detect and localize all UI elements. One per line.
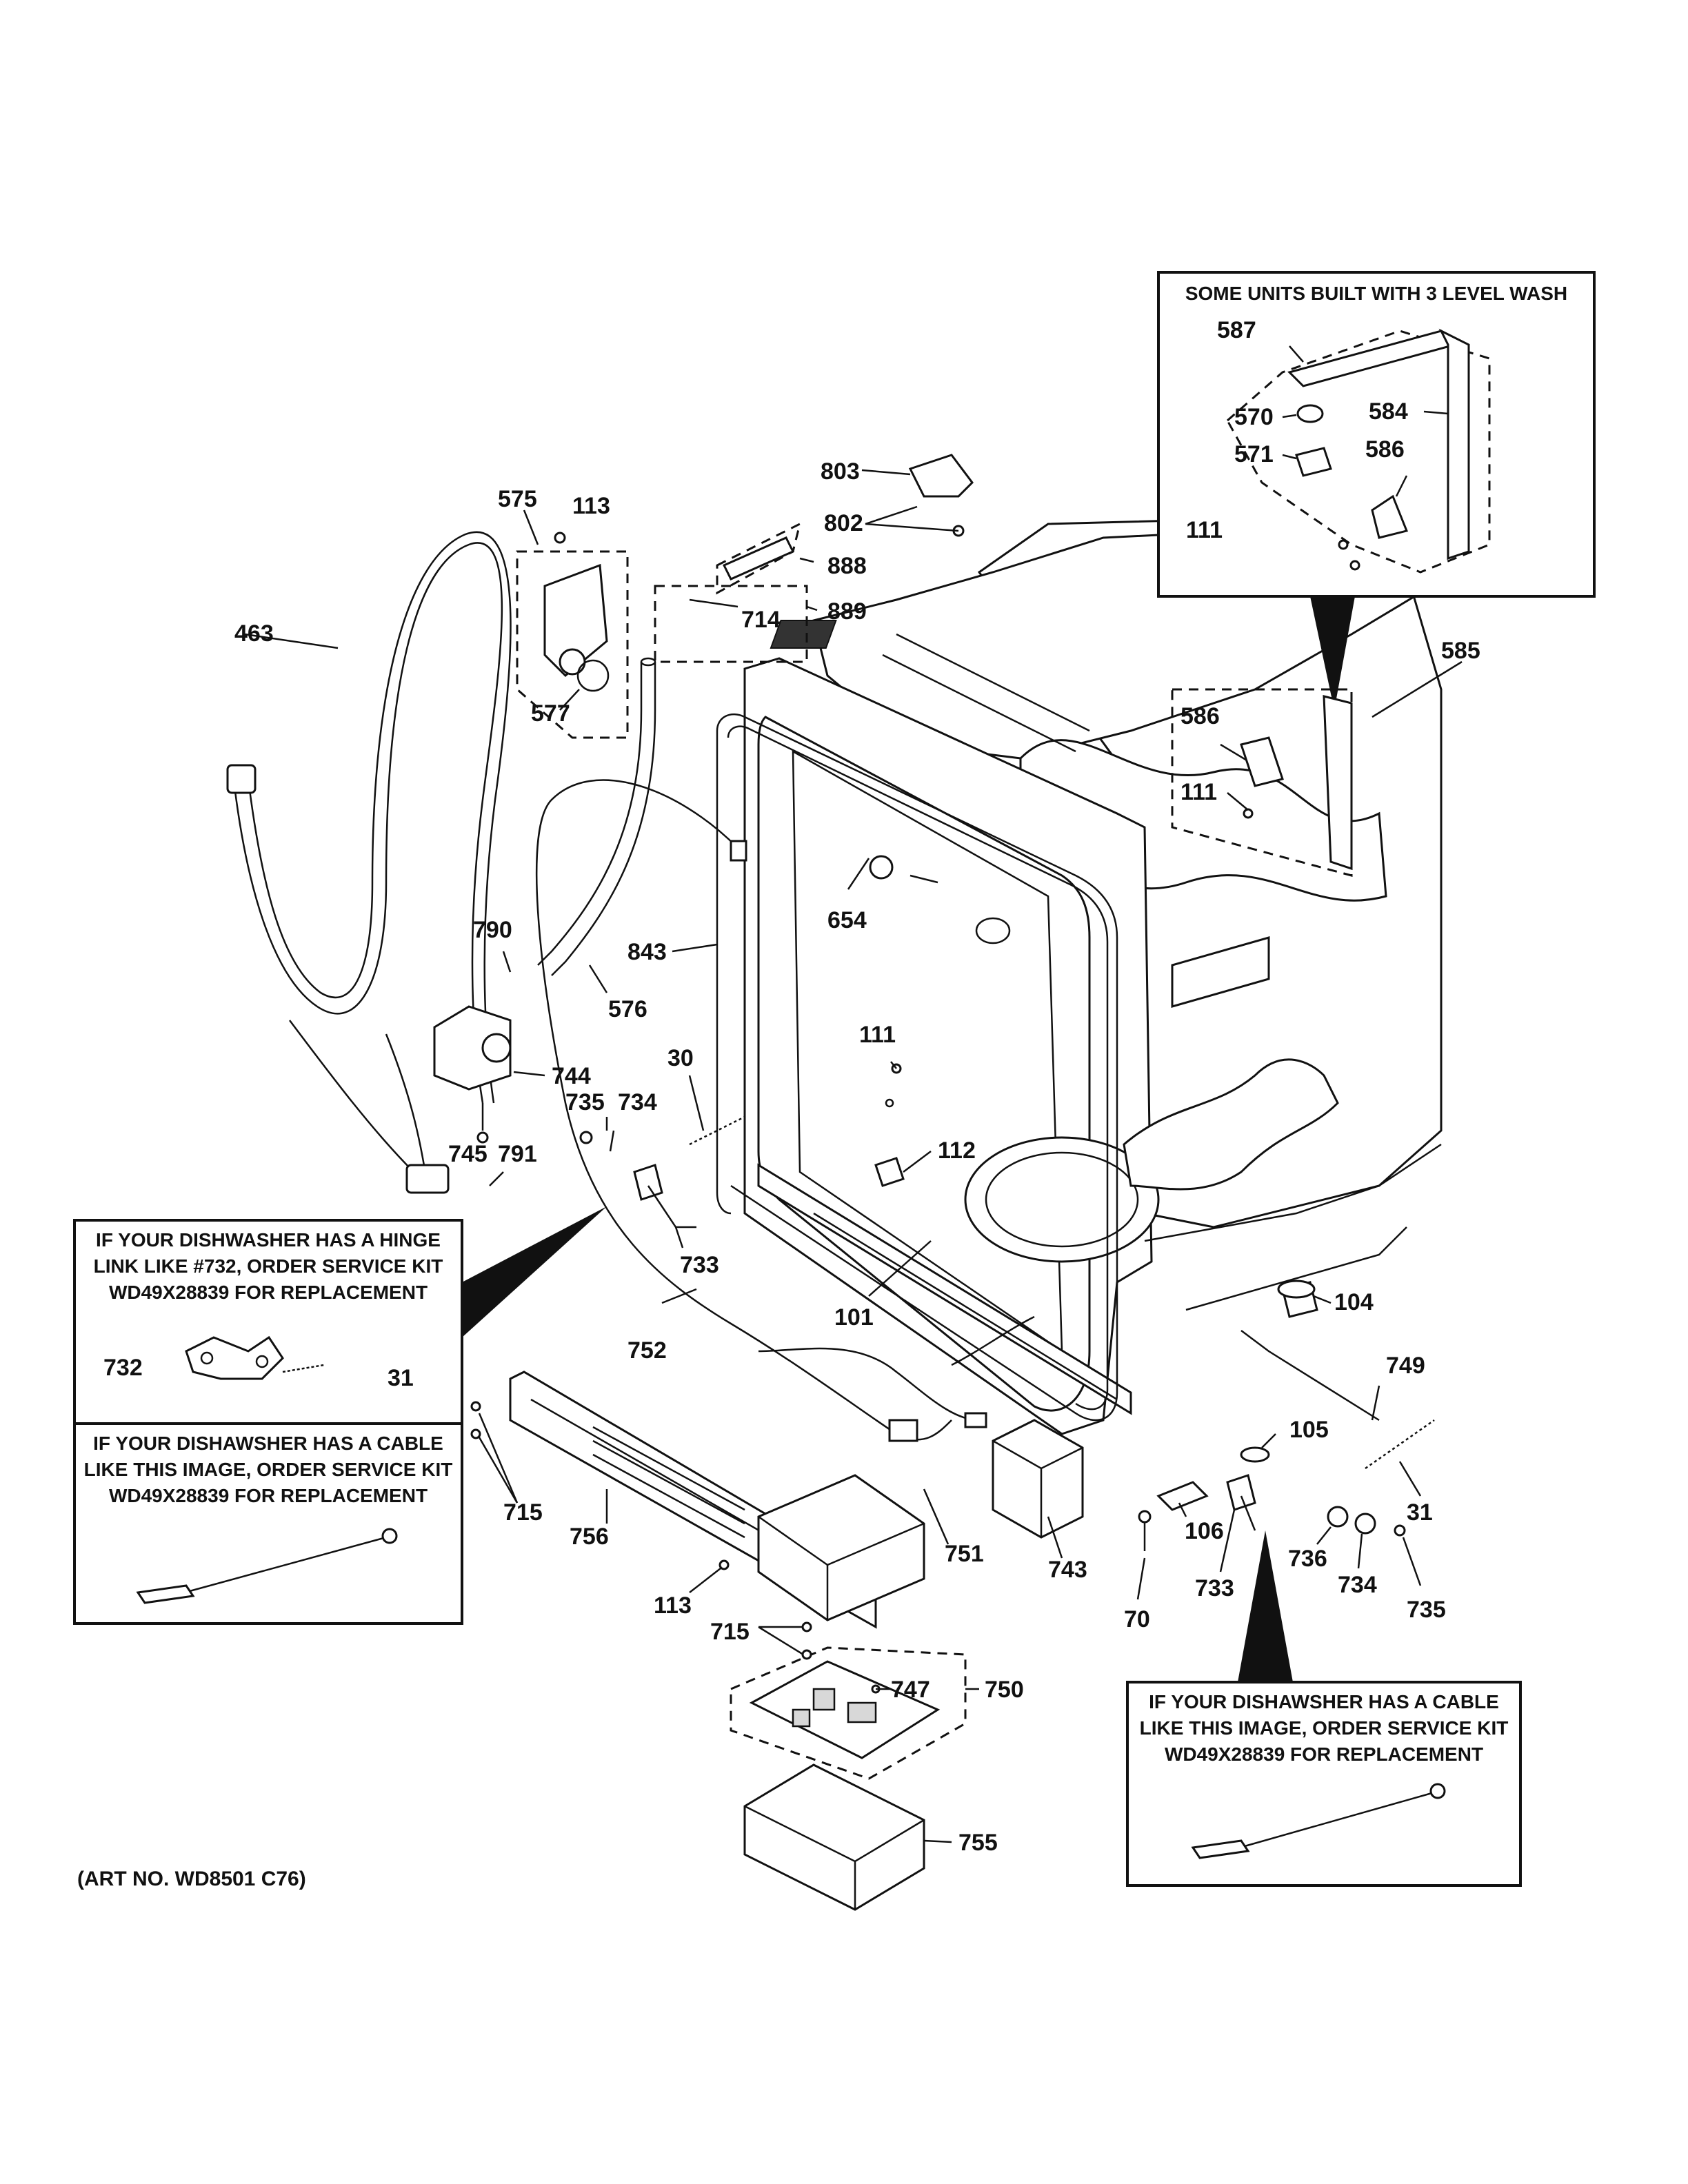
callout-111-mid: 111: [859, 1022, 896, 1048]
hinge-note-pointer: [462, 1206, 607, 1337]
callout-734-right: 734: [1338, 1572, 1377, 1598]
callout-752: 752: [627, 1337, 667, 1364]
callout-743: 743: [1048, 1557, 1087, 1583]
callout-803: 803: [821, 458, 860, 485]
svg-text:IF YOUR DISHAWSHER HAS A CABLE: IF YOUR DISHAWSHER HAS A CABLE: [1149, 1691, 1499, 1712]
cable-right-pointer: [1238, 1530, 1293, 1682]
callout-749: 749: [1386, 1353, 1425, 1379]
leader-lines: [148, 469, 1463, 1843]
callout-843: 843: [627, 939, 667, 965]
callout-106: 106: [1185, 1518, 1224, 1544]
callout-571: 571: [1234, 441, 1274, 467]
callout-733-left: 733: [680, 1252, 719, 1278]
callout-715-left: 715: [503, 1499, 543, 1526]
note-cable-left: IF YOUR DISHAWSHER HAS A CABLE LIKE THIS…: [73, 1422, 463, 1625]
callout-736: 736: [1288, 1546, 1327, 1572]
callout-735-right: 735: [1407, 1597, 1446, 1623]
callout-31-left: 31: [388, 1365, 414, 1391]
callout-744: 744: [552, 1063, 591, 1089]
callout-751: 751: [945, 1541, 984, 1567]
callout-577: 577: [531, 700, 570, 727]
callout-570: 570: [1234, 404, 1274, 430]
callout-889: 889: [827, 598, 867, 625]
callout-101: 101: [834, 1304, 874, 1331]
callout-584: 584: [1369, 398, 1408, 425]
callout-111-right: 111: [1180, 779, 1217, 805]
callout-735-left: 735: [565, 1089, 605, 1115]
inset-pointer-arrow: [1310, 596, 1355, 710]
callout-105: 105: [1289, 1417, 1329, 1443]
control-module: [757, 1474, 925, 1621]
callout-463: 463: [234, 620, 274, 647]
note-hinge-link: IF YOUR DISHWASHER HAS A HINGE LINK LIKE…: [73, 1219, 463, 1425]
art-number: (ART NO. WD8501 C76): [77, 1868, 306, 1890]
vent-assembly: [516, 550, 629, 739]
svg-text:WD49X28839 FOR REPLACEMENT: WD49X28839 FOR REPLACEMENT: [1165, 1743, 1483, 1765]
door-gasket: [716, 713, 1118, 1422]
connector-block: [992, 1419, 1084, 1539]
board-tray: [743, 1763, 925, 1911]
dashed-assembly-586: [1171, 688, 1353, 877]
callout-654: 654: [827, 907, 867, 933]
callout-734-left: 734: [618, 1089, 657, 1115]
callout-70: 70: [1124, 1606, 1150, 1632]
callout-755: 755: [958, 1830, 998, 1856]
callout-113-top: 113: [572, 493, 610, 519]
callout-586: 586: [1180, 703, 1220, 729]
dishwasher-tub: [743, 516, 1443, 1435]
callout-732: 732: [103, 1355, 143, 1381]
callout-888: 888: [827, 553, 867, 579]
callout-585: 585: [1441, 638, 1480, 664]
tub-small-parts: [869, 855, 938, 1187]
svg-text:IF YOUR DISHAWSHER HAS A CABLE: IF YOUR DISHAWSHER HAS A CABLE: [93, 1433, 443, 1454]
callout-30: 30: [667, 1045, 694, 1071]
callout-715-bottom: 715: [710, 1619, 750, 1645]
callout-111-inset: 111: [1186, 517, 1223, 543]
callout-714: 714: [741, 607, 781, 633]
sump-hose: [537, 657, 656, 976]
callout-575: 575: [498, 486, 537, 512]
svg-text:WD49X28839 FOR REPLACEMENT: WD49X28839 FOR REPLACEMENT: [109, 1485, 428, 1506]
svg-text:WD49X28839 FOR REPLACEMENT: WD49X28839 FOR REPLACEMENT: [109, 1282, 428, 1303]
svg-text:LIKE THIS IMAGE, ORDER SERVICE: LIKE THIS IMAGE, ORDER SERVICE KIT: [1140, 1717, 1509, 1739]
grommets: [1240, 1280, 1318, 1463]
callout-802: 802: [824, 510, 863, 536]
inset-title: SOME UNITS BUILT WITH 3 LEVEL WASH: [1185, 283, 1567, 304]
wire-harness: [535, 779, 1035, 1442]
callout-750: 750: [985, 1677, 1024, 1703]
control-board: [730, 1646, 967, 1780]
svg-text:IF YOUR DISHWASHER HAS A HINGE: IF YOUR DISHWASHER HAS A HINGE: [96, 1229, 441, 1251]
callout-576: 576: [608, 996, 647, 1022]
callout-31-right: 31: [1407, 1499, 1433, 1526]
callout-747: 747: [891, 1677, 930, 1703]
callout-587: 587: [1217, 317, 1256, 343]
callout-791: 791: [498, 1141, 537, 1167]
callout-756: 756: [570, 1524, 609, 1550]
callout-113-bottom: 113: [654, 1593, 692, 1619]
inset-3-level-wash: SOME UNITS BUILT WITH 3 LEVEL WASH: [1157, 271, 1596, 598]
callout-790: 790: [473, 917, 512, 943]
door-latch-parts: [654, 454, 974, 663]
note-cable-right: IF YOUR DISHAWSHER HAS A CABLE LIKE THIS…: [1126, 1681, 1522, 1887]
callout-104: 104: [1334, 1289, 1374, 1315]
callout-112: 112: [938, 1138, 976, 1164]
drain-pump: [433, 1005, 512, 1091]
drain-hose: [226, 531, 512, 1194]
svg-text:LIKE THIS IMAGE, ORDER SERVICE: LIKE THIS IMAGE, ORDER SERVICE KIT: [84, 1459, 453, 1480]
callout-733-right: 733: [1195, 1575, 1234, 1601]
callout-586-inset: 586: [1365, 436, 1405, 463]
callout-labels: 587 570 584 571 586 111 803 802 888 889 …: [103, 317, 1480, 1856]
callout-745: 745: [448, 1141, 488, 1167]
svg-text:LINK LIKE #732, ORDER SERVICE: LINK LIKE #732, ORDER SERVICE KIT: [94, 1255, 443, 1277]
